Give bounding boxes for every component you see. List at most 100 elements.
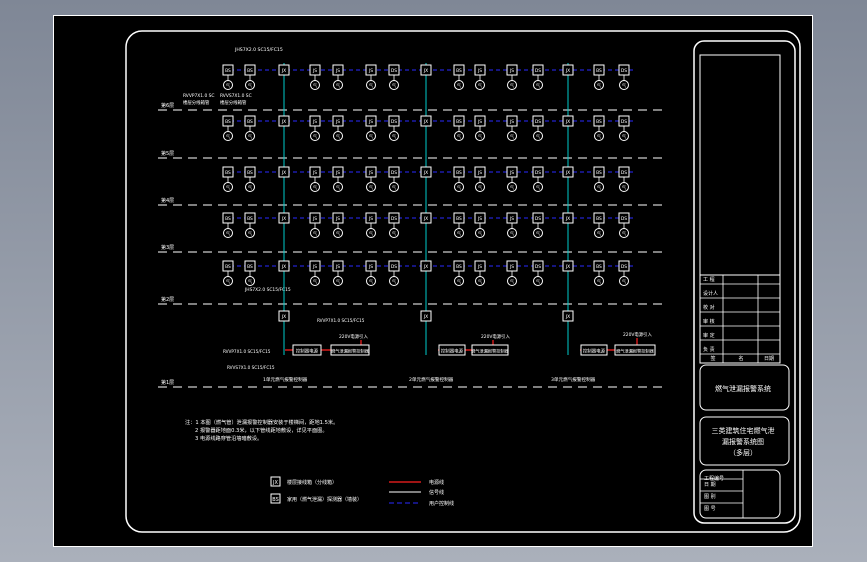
gas-detector-symbol: 气 xyxy=(622,278,627,284)
detector-label: BS xyxy=(247,216,253,222)
sign-header: 签 xyxy=(710,355,715,362)
gas-detector-symbol: 气 xyxy=(226,82,231,88)
junction-box xyxy=(562,115,574,127)
gas-detector-symbol: 气 xyxy=(457,184,462,190)
gas-detector-symbol: 气 xyxy=(536,82,541,88)
gas-detector-symbol: 气 xyxy=(248,230,253,236)
legend-bs-text: 家用（燃气泄漏）探测器（墙装） xyxy=(287,496,362,503)
gas-detector-symbol: 气 xyxy=(313,278,318,284)
title-row-label: 工 程 xyxy=(703,276,715,283)
gas-detector-symbol: 气 xyxy=(622,133,627,139)
title-block-frame xyxy=(693,40,796,524)
gas-detector-symbol: 气 xyxy=(336,133,341,139)
detector-label: JS xyxy=(368,264,373,270)
gas-detector-symbol: 气 xyxy=(392,133,397,139)
junction-label: JX xyxy=(423,216,428,222)
detector-label: BS xyxy=(247,170,253,176)
gas-detector-symbol: 气 xyxy=(336,278,341,284)
junction-label: JX xyxy=(281,216,286,222)
junction-box xyxy=(562,166,574,178)
junction-label: JX xyxy=(281,314,286,320)
junction-box xyxy=(420,260,432,272)
detector-label: BS xyxy=(596,119,602,125)
controller-box-right xyxy=(580,344,608,356)
detector-label: DS xyxy=(621,264,627,270)
junction-label: JX xyxy=(423,170,428,176)
gas-detector-symbol: 气 xyxy=(536,184,541,190)
junction-box xyxy=(562,212,574,224)
legend-power-text: 电源线 xyxy=(429,479,444,486)
controller-label-mid: 控制器电源 xyxy=(441,348,464,355)
junction-box xyxy=(420,166,432,178)
junction-box xyxy=(278,166,290,178)
gas-detector-symbol: 气 xyxy=(597,230,602,236)
junction-label: JX xyxy=(423,264,428,270)
left-note-2: RVVS7X1.0 SC xyxy=(220,93,252,99)
controller-box-left xyxy=(292,344,322,356)
panel-box-left xyxy=(330,344,370,356)
detector-label: BS xyxy=(225,68,231,74)
detector-label: BS xyxy=(456,170,462,176)
supply-mid: 220V电源引入 xyxy=(481,333,511,340)
gas-detector-symbol: 气 xyxy=(478,82,483,88)
gas-detector-symbol: 气 xyxy=(510,133,515,139)
detector-label: BS xyxy=(596,68,602,74)
gas-detector-symbol: 气 xyxy=(369,82,374,88)
detector-label: JS xyxy=(368,170,373,176)
drawing-title-box xyxy=(699,416,790,466)
detector-label: BS xyxy=(596,216,602,222)
drawing-title-3: （多层） xyxy=(729,448,757,457)
supply-left: 220V电源引入 xyxy=(339,333,369,340)
detector-label: BS xyxy=(225,264,231,270)
detector-label: BS xyxy=(247,119,253,125)
detector-label: JS xyxy=(477,264,482,270)
junction-box xyxy=(562,310,574,322)
title-block-inner xyxy=(699,54,781,364)
gas-detector-symbol: 气 xyxy=(510,278,515,284)
detector-label: DS xyxy=(535,68,541,74)
detector-label: JS xyxy=(509,68,514,74)
gas-detector-symbol: 气 xyxy=(313,82,318,88)
top-bus-note: JHS7X2.0 SC15/FC15 xyxy=(234,47,283,53)
notes: 注：1 本图（燃气管）泄漏报警控制器安装于楼梯间，距地1.5米。 2 报警器距地… xyxy=(185,418,338,442)
junction-label: JX xyxy=(565,68,570,74)
gas-detector-symbol: 气 xyxy=(457,230,462,236)
controller-label-right: 控制器电源 xyxy=(583,348,606,355)
title-row-label: 设计人 xyxy=(703,290,718,297)
panel-label-right: 燃气泄漏报警控制器 xyxy=(616,348,655,355)
unit-mid: 2单元燃气报警控制器 xyxy=(409,376,454,383)
legend-control-text: 用户控制线 xyxy=(429,500,454,507)
left-note-4: 楼层分线箱管 xyxy=(220,99,247,106)
detector-label: BS xyxy=(456,264,462,270)
junction-label: JX xyxy=(565,216,570,222)
gas-detector-symbol: 气 xyxy=(457,82,462,88)
gas-detector-symbol: 气 xyxy=(392,278,397,284)
detector-label: DS xyxy=(391,68,397,74)
sign-header: 名 xyxy=(738,355,743,362)
junction-label: JX xyxy=(423,119,428,125)
floor-label: 第5层 xyxy=(161,150,174,157)
floor-label: 第4层 xyxy=(161,197,174,204)
gas-detector-symbol: 气 xyxy=(313,230,318,236)
project-box xyxy=(699,469,781,519)
title-row-label: 审 定 xyxy=(703,332,715,339)
detector-label: BS xyxy=(456,119,462,125)
gas-detector-symbol: 气 xyxy=(597,184,602,190)
detector-label: DS xyxy=(535,170,541,176)
cad-viewport[interactable]: 燃气泄漏报警系统 三类建筑住宅燃气泄 漏报警系统图 （多层） 工程编号 注：1 … xyxy=(53,15,813,547)
gas-detector-symbol: 气 xyxy=(478,278,483,284)
junction-box xyxy=(420,115,432,127)
detector-label: BS xyxy=(225,119,231,125)
gas-detector-symbol: 气 xyxy=(510,230,515,236)
title-row-label: 审 核 xyxy=(703,318,715,325)
detector-label: JS xyxy=(368,216,373,222)
legend-jx-code: JX xyxy=(272,480,278,486)
junction-box xyxy=(562,64,574,76)
junction-box xyxy=(278,212,290,224)
sign-header: 日期 xyxy=(764,356,774,362)
detector-label: JS xyxy=(335,68,340,74)
detector-label: DS xyxy=(621,216,627,222)
gas-detector-symbol: 气 xyxy=(248,278,253,284)
left-note-3: 楼层分线箱管 xyxy=(183,99,210,106)
gas-detector-symbol: 气 xyxy=(369,133,374,139)
